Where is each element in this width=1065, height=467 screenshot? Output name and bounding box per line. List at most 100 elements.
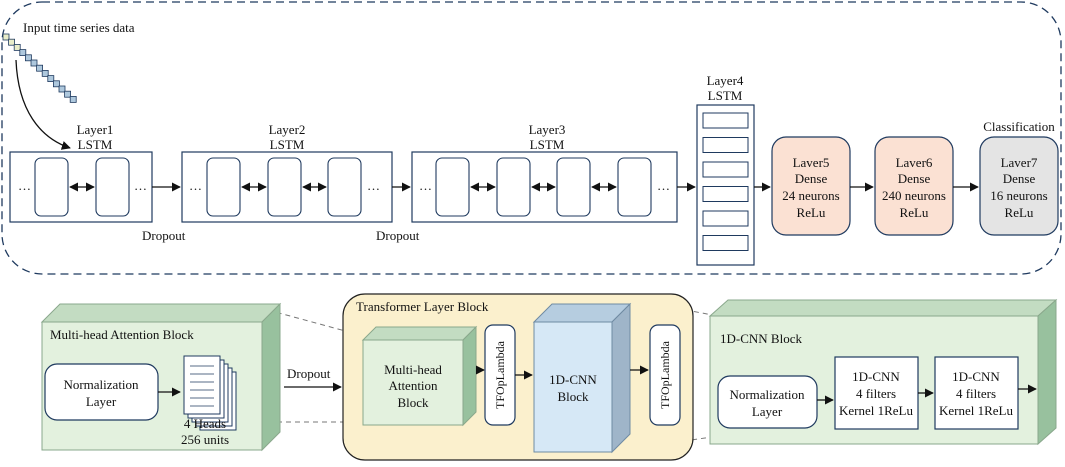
attention-head-sheet: [183, 355, 221, 415]
layer4-type: LSTM: [708, 88, 743, 103]
layer5-dense-box: [771, 136, 851, 236]
layer5-line2: Dense: [795, 171, 828, 186]
conv2-line1: 1D-CNN: [952, 369, 1000, 384]
heads-label: 4 Heads: [184, 416, 226, 431]
layer2-ellipsis-left: …: [189, 178, 202, 193]
layer2-ellipsis-right: …: [367, 178, 380, 193]
transformer-mha-line1: Multi-head: [384, 362, 442, 377]
layer7-dense-box: [979, 136, 1059, 236]
layer1-ellipsis-right: …: [134, 178, 147, 193]
layer7-line4: ReLu: [1005, 205, 1034, 220]
layer4-title: Layer4: [707, 73, 744, 88]
attention-heads-stack: [183, 355, 237, 431]
transformer-title: Transformer Layer Block: [356, 299, 489, 314]
layer4-cell: [702, 137, 749, 153]
sequence-cell: [30, 59, 38, 67]
layer6-line3: 240 neurons: [882, 188, 946, 203]
classification-label: Classification: [983, 119, 1055, 134]
layer6-dense-box: [874, 136, 954, 236]
mha-norm-line2: Layer: [86, 394, 117, 409]
sequence-cell: [8, 38, 16, 46]
mha-norm-layer-box: [44, 363, 159, 421]
layer2-type: LSTM: [270, 137, 305, 152]
sequence-cell: [13, 44, 21, 51]
layer3-cell: [435, 157, 470, 217]
sequence-cell: [2, 33, 10, 41]
transformer-cnn-cube: [532, 302, 632, 454]
layer4-cell: [702, 235, 749, 251]
layer4-cell: [702, 186, 749, 202]
tfop-lambda-1-label: TFOpLambda: [493, 340, 507, 409]
sequence-cell: [47, 75, 55, 82]
layer6-line1: Laver6: [896, 155, 933, 170]
layer3-type: LSTM: [530, 137, 565, 152]
layer1-cell: [34, 157, 69, 217]
layer4-cell: [702, 112, 749, 129]
input-sequence-icon: [2, 33, 77, 103]
layer1-ellipsis-left: …: [18, 178, 31, 193]
units-label: 256 units: [181, 432, 229, 447]
layer2-cell: [267, 157, 302, 217]
transformer-cnn-line1: 1D-CNN: [549, 372, 597, 387]
conv2-line3: Kernel 1ReLu: [939, 403, 1014, 418]
layer3-cell: [496, 157, 531, 217]
conv1-box: [834, 356, 919, 430]
layer4-cell: [702, 210, 749, 227]
input-arrow: [15, 59, 71, 150]
conv1-line1: 1D-CNN: [852, 369, 900, 384]
conv2-line2: 4 filters: [956, 386, 996, 401]
sequence-cell: [53, 80, 60, 88]
layer5-line1: Laver5: [793, 155, 830, 170]
cnn-norm-line1: Normalization: [729, 387, 805, 402]
layer3-ellipsis-left: …: [419, 178, 432, 193]
tfop-lambda-2: [649, 324, 681, 426]
layer3-cell: [617, 157, 652, 217]
input-label: Input time series data: [23, 20, 135, 35]
cnn-norm-line2: Layer: [752, 404, 783, 419]
sequence-cell: [64, 90, 71, 98]
layer5-line3: 24 neurons: [782, 188, 839, 203]
sequence-cell: [36, 64, 43, 72]
sequence-cell: [24, 54, 32, 62]
transformer-mha-line2: Attention: [388, 378, 438, 393]
bottom-dropout-label: Dropout: [287, 366, 331, 381]
zoom-line: [267, 309, 361, 336]
layer2-cell: [327, 157, 362, 217]
layer1-cell: [95, 157, 130, 217]
transformer-mha-line3: Block: [397, 395, 429, 410]
sequence-cell: [19, 49, 27, 56]
tfop-lambda-2-label: TFOpLambda: [658, 340, 672, 409]
mha-norm-line1: Normalization: [63, 377, 139, 392]
transformer-mha-cube: [361, 325, 478, 427]
layer5-line4: ReLu: [797, 205, 826, 220]
dropout-1: Dropout: [142, 228, 186, 243]
layer1-title: Layer1: [77, 122, 114, 137]
layer6-line2: Dense: [898, 171, 931, 186]
layer3-cell: [556, 157, 591, 217]
layer7-line3: 16 neurons: [990, 188, 1047, 203]
sequence-cell: [58, 85, 66, 93]
conv1-line2: 4 filters: [856, 386, 896, 401]
layer7-line1: Laver7: [1001, 155, 1038, 170]
layer6-line4: ReLu: [900, 205, 929, 220]
cnn-norm-layer-box: [717, 375, 818, 429]
top-dashed-frame: [1, 1, 1062, 275]
layer4-cells: [702, 112, 749, 251]
layer3-ellipsis-right: …: [657, 178, 670, 193]
layer3-title: Layer3: [529, 122, 566, 137]
dropout-2: Dropout: [376, 228, 420, 243]
transformer-cnn-line2: Block: [557, 389, 589, 404]
sequence-cell: [41, 70, 49, 77]
conv1-line3: Kernel 1ReLu: [839, 403, 914, 418]
conv2-box: [934, 356, 1019, 430]
mha-block-title: Multi-head Attention Block: [50, 327, 194, 342]
sequence-cell: [69, 96, 77, 103]
layer2-cell: [206, 157, 241, 217]
layer1-type: LSTM: [78, 137, 113, 152]
zoom-line: [631, 299, 719, 317]
cnn-block-title: 1D-CNN Block: [720, 331, 802, 346]
layer2-title: Layer2: [269, 122, 306, 137]
layer4-cell: [702, 161, 749, 178]
